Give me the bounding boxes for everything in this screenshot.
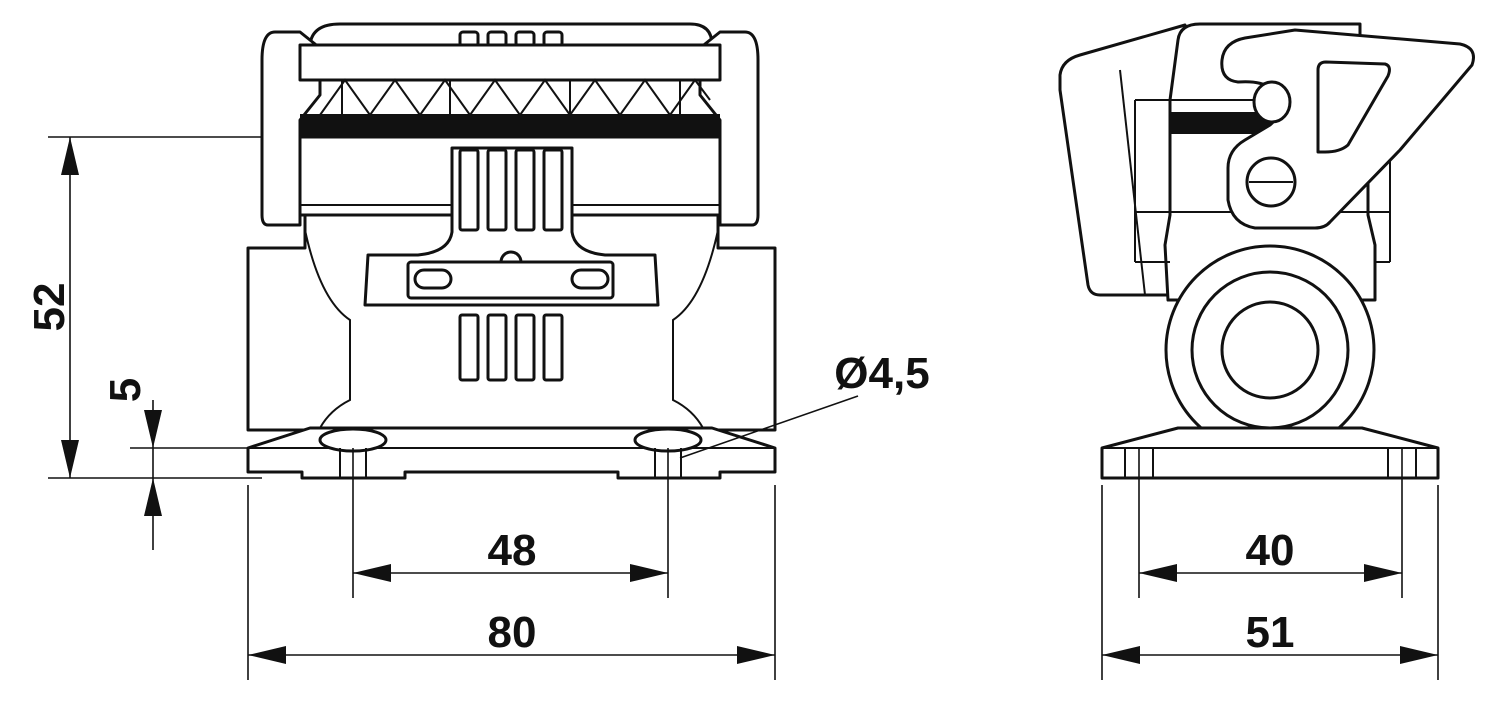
front-latch-rib-2 bbox=[486, 148, 508, 232]
side-view bbox=[1058, 22, 1475, 480]
front-seal-band bbox=[300, 115, 720, 137]
front-truss bbox=[300, 78, 720, 117]
dim-48-arrow-left bbox=[353, 564, 391, 582]
dim-hole-label: Ø4,5 bbox=[834, 349, 929, 398]
front-top-cover bbox=[308, 22, 714, 47]
dim-80-label: 80 bbox=[488, 608, 537, 657]
front-hole-boss-right bbox=[633, 427, 703, 453]
dim-80-arrow-left bbox=[248, 646, 286, 664]
dim-5-label: 5 bbox=[101, 378, 150, 402]
front-latch-rib-1 bbox=[458, 148, 480, 232]
side-lever-pivot bbox=[1252, 80, 1292, 124]
front-hole-right bbox=[654, 448, 682, 478]
dim-40-arrow-left bbox=[1139, 564, 1177, 582]
dim-52-arrow-bottom bbox=[61, 440, 79, 478]
dim-5-arrow-bottom bbox=[144, 478, 162, 516]
front-latch-rib-4 bbox=[542, 148, 564, 232]
side-hood-flap bbox=[1058, 23, 1187, 297]
dim-80-arrow-right bbox=[737, 646, 775, 664]
front-vent-3 bbox=[514, 313, 536, 382]
front-latch-slot-left bbox=[413, 268, 453, 290]
front-lever-crossbar bbox=[298, 43, 722, 82]
side-hole-right bbox=[1387, 448, 1417, 478]
front-view bbox=[246, 22, 777, 480]
dim-51-arrow-left bbox=[1102, 646, 1140, 664]
front-latch-slot-right bbox=[570, 268, 610, 290]
front-latch-rib-3 bbox=[514, 148, 536, 232]
front-vent-2 bbox=[486, 313, 508, 382]
side-hole-left bbox=[1124, 448, 1154, 478]
dim-5-arrow-top bbox=[144, 410, 162, 448]
dim-hole-leader bbox=[679, 395, 859, 459]
front-hole-left bbox=[339, 448, 367, 478]
front-vent-1 bbox=[458, 313, 480, 382]
dim-40-arrow-right bbox=[1364, 564, 1402, 582]
front-housing-waist bbox=[304, 229, 719, 429]
dim-40-label: 40 bbox=[1246, 526, 1295, 575]
front-dimensions: 52 5 48 80 Ø4,5 bbox=[25, 136, 930, 680]
dim-51-label: 51 bbox=[1246, 608, 1295, 657]
side-gland-inner bbox=[1220, 300, 1320, 400]
dim-52-arrow-top bbox=[61, 137, 79, 175]
dim-48-label: 48 bbox=[488, 526, 537, 575]
front-latch-plate-inner bbox=[406, 260, 615, 300]
dim-51-arrow-right bbox=[1400, 646, 1438, 664]
side-dimensions: 40 51 bbox=[1101, 448, 1439, 680]
front-hole-boss-left bbox=[318, 427, 388, 453]
side-lever-window bbox=[1316, 60, 1391, 154]
dim-48-arrow-right bbox=[630, 564, 668, 582]
front-vent-4 bbox=[542, 313, 564, 382]
dim-52-label: 52 bbox=[25, 283, 74, 332]
